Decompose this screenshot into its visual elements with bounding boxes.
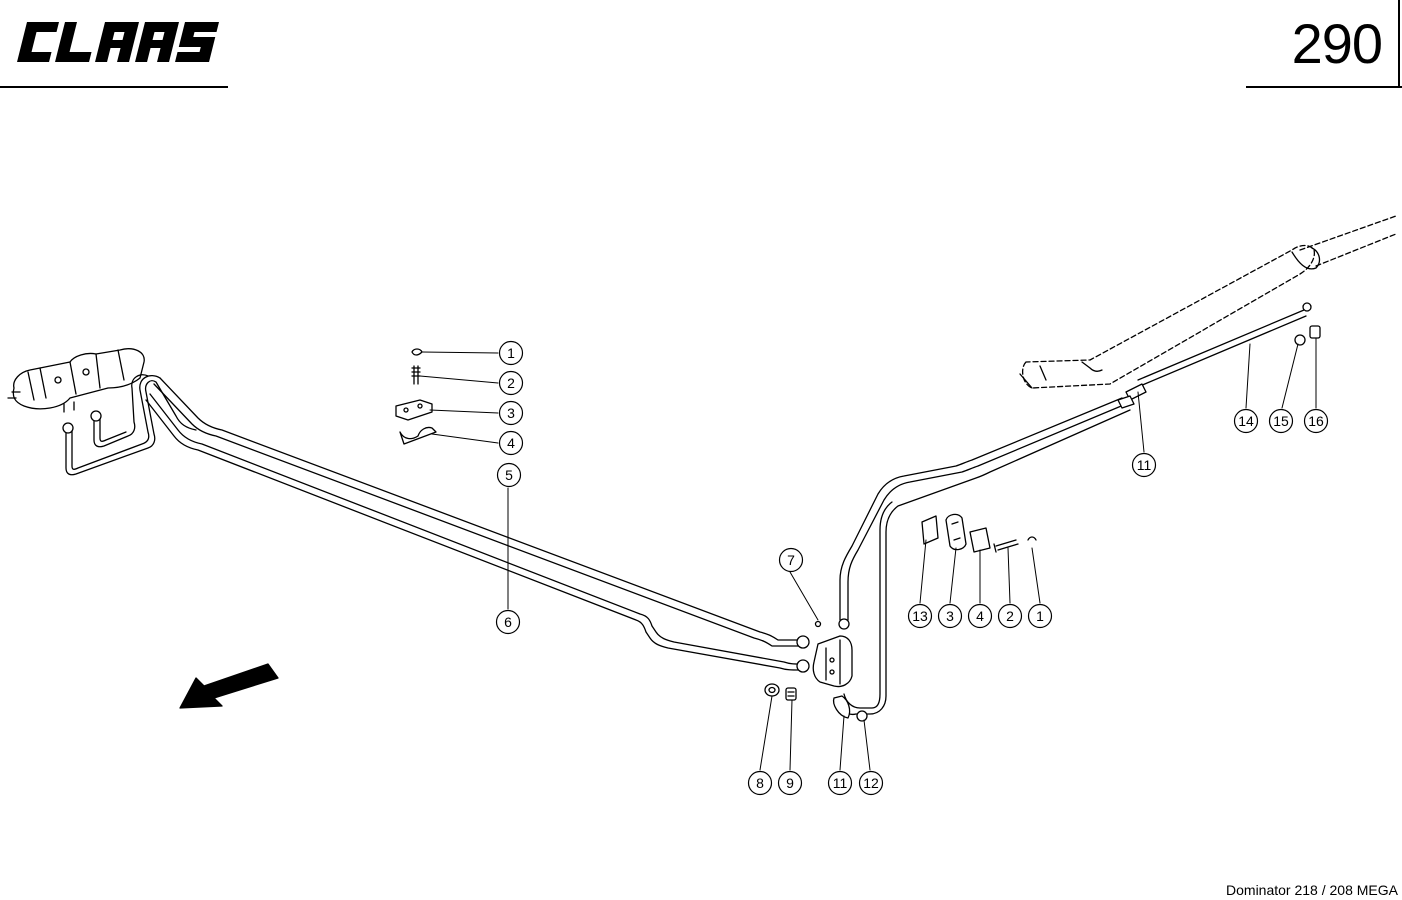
leader-lines	[419, 337, 1317, 771]
left-valve-block	[7, 348, 145, 413]
callout-6: 6	[495, 609, 521, 635]
callout-circle	[496, 462, 522, 488]
callout-label: 4	[976, 608, 984, 624]
callout-circle	[1303, 408, 1329, 434]
callout-circle	[777, 770, 803, 796]
callout-13: 13	[907, 603, 933, 629]
callout-circle	[498, 400, 524, 426]
left-pipe-loops	[62, 374, 197, 476]
callout-circle	[498, 370, 524, 396]
callout-label: 1	[1036, 608, 1044, 624]
callout-2: 2	[498, 370, 524, 396]
callout-14: 14	[1233, 408, 1259, 434]
callout-label: 16	[1308, 413, 1324, 429]
callout-4: 4	[967, 603, 993, 629]
callout-1: 1	[1027, 603, 1053, 629]
callout-circle	[858, 770, 884, 796]
callout-4: 4	[498, 430, 524, 456]
loose-fittings	[764, 325, 1321, 701]
callout-label: 6	[504, 614, 512, 630]
callout-3: 3	[937, 603, 963, 629]
callout-label: 3	[946, 608, 954, 624]
callout-2: 2	[997, 603, 1023, 629]
model-designation: Dominator 218 / 208 MEGA	[1226, 882, 1398, 898]
callout-circle	[997, 603, 1023, 629]
callout-label: 11	[833, 775, 848, 791]
clamp-set-right	[921, 513, 1037, 553]
right-cylinder	[1019, 215, 1397, 409]
callout-1: 1	[498, 340, 524, 366]
callout-circle	[498, 340, 524, 366]
callout-15: 15	[1268, 408, 1294, 434]
long-pipe-runs	[145, 377, 810, 673]
callout-11: 11	[1131, 452, 1157, 478]
callout-circle	[937, 603, 963, 629]
callout-circle	[907, 603, 933, 629]
page-number: 290	[1291, 12, 1383, 75]
callout-16: 16	[1303, 408, 1329, 434]
callout-label: 14	[1238, 413, 1254, 429]
callout-label: 1	[507, 345, 515, 361]
callout-label: 9	[786, 775, 794, 791]
callout-label: 12	[863, 775, 879, 791]
callout-label: 2	[507, 375, 515, 391]
clamp-set-left	[395, 348, 437, 445]
callout-label: 7	[787, 552, 795, 568]
callout-label: 8	[756, 775, 764, 791]
callout-7: 7	[778, 547, 804, 573]
callout-label: 5	[505, 467, 513, 483]
callout-12: 12	[858, 770, 884, 796]
callout-circle	[1131, 452, 1157, 478]
callout-circle	[967, 603, 993, 629]
claas-logo	[17, 22, 220, 62]
callout-label: 13	[912, 608, 928, 624]
direction-arrow	[179, 663, 279, 709]
center-valve-block	[812, 397, 1131, 722]
callout-3: 3	[498, 400, 524, 426]
callout-label: 4	[507, 435, 515, 451]
callout-9: 9	[777, 770, 803, 796]
callout-circle	[827, 770, 853, 796]
header-rule-right	[1246, 86, 1402, 88]
callout-label: 15	[1273, 413, 1289, 429]
callout-circle	[1233, 408, 1259, 434]
callout-5: 5	[496, 462, 522, 488]
callout-11: 11	[827, 770, 853, 796]
callout-label: 2	[1006, 608, 1014, 624]
callout-circle	[778, 547, 804, 573]
callout-circle	[1268, 408, 1294, 434]
callout-circle	[495, 609, 521, 635]
header-rule-left	[0, 86, 228, 88]
callout-label: 11	[1137, 457, 1152, 473]
callout-circle	[498, 430, 524, 456]
callout-circle	[1027, 603, 1053, 629]
callout-label: 3	[507, 405, 515, 421]
callout-8: 8	[747, 770, 773, 796]
callout-circle	[747, 770, 773, 796]
header-edge	[1398, 0, 1400, 86]
